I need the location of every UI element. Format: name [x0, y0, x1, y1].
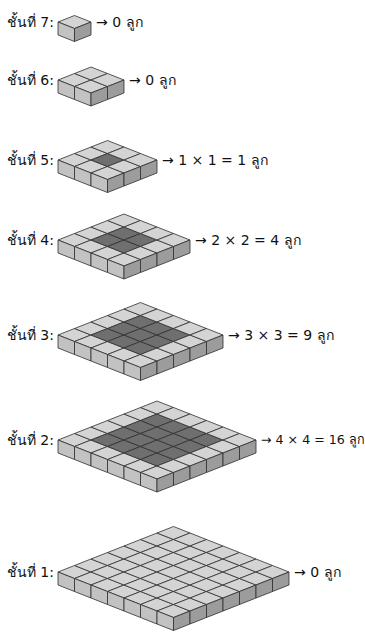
cube-side — [223, 447, 240, 467]
cube-side — [75, 22, 92, 42]
count-label: → 4 × 4 = 16 ลูก — [261, 432, 365, 448]
cube-side — [174, 611, 191, 631]
cube-side — [124, 598, 141, 618]
count-label: → 0 ลูก — [294, 563, 341, 581]
count-label: → 0 ลูก — [129, 71, 176, 89]
cube-side — [58, 335, 75, 355]
cube-side — [91, 453, 108, 473]
cube-side — [124, 466, 141, 486]
cube-side — [190, 342, 207, 362]
layer-label: ชั้นที่ 4: — [7, 231, 54, 249]
layer-label: ชั้นที่ 5: — [7, 151, 54, 169]
cube-side — [207, 335, 224, 355]
cube-layer — [58, 401, 256, 492]
cube-side — [58, 80, 75, 100]
cube-side — [174, 466, 191, 486]
cube-side — [174, 240, 191, 260]
cube-side — [141, 473, 158, 493]
cube-side — [58, 240, 75, 260]
cube-side — [108, 173, 125, 193]
cube-side — [75, 342, 92, 362]
cube-side — [58, 440, 75, 460]
cube-side — [58, 572, 75, 592]
cube-side — [157, 611, 174, 631]
layer-label: ชั้นที่ 3: — [7, 326, 54, 344]
cube-side — [157, 473, 174, 493]
cube-side — [108, 260, 125, 280]
layer-label: ชั้นที่ 1: — [7, 563, 54, 581]
cube-side — [58, 160, 75, 180]
cube-layer — [58, 16, 91, 42]
cube-side — [240, 585, 257, 605]
layer-label: ชั้นที่ 7: — [7, 13, 54, 31]
cube-side — [75, 447, 92, 467]
cube-layer — [58, 303, 223, 381]
cube-side — [124, 167, 141, 187]
cube-side — [108, 80, 125, 100]
cube-side — [91, 87, 108, 107]
cube-side — [190, 605, 207, 625]
cube-side — [108, 460, 125, 480]
cube-side — [190, 460, 207, 480]
cube-side — [108, 592, 125, 612]
cube-side — [124, 361, 141, 381]
cube-side — [141, 605, 158, 625]
cube-side — [58, 22, 75, 42]
count-label: → 0 ลูก — [96, 13, 143, 31]
count-label: → 1 × 1 = 1 ลูก — [162, 151, 268, 169]
cube-side — [75, 87, 92, 107]
cube-side — [207, 453, 224, 473]
cube-side — [207, 598, 224, 618]
cube-side — [75, 247, 92, 267]
cube-side — [141, 160, 158, 180]
cube-side — [108, 355, 125, 375]
cube-side — [91, 173, 108, 193]
cube-side — [157, 247, 174, 267]
cube-layer — [58, 214, 190, 279]
cube-side — [91, 585, 108, 605]
cube-side — [91, 253, 108, 273]
count-label: → 2 × 2 = 4 ลูก — [195, 231, 301, 249]
layer-label: ชั้นที่ 2: — [7, 431, 54, 449]
cube-side — [273, 572, 290, 592]
cube-layer — [58, 141, 157, 193]
cube-side — [75, 167, 92, 187]
cube-side — [240, 440, 257, 460]
count-label: → 3 × 3 = 9 ลูก — [228, 326, 334, 344]
cube-side — [174, 348, 191, 368]
cube-side — [124, 260, 141, 280]
cube-side — [75, 579, 92, 599]
cube-side — [256, 579, 273, 599]
cube-side — [91, 348, 108, 368]
layer-label: ชั้นที่ 6: — [7, 71, 54, 89]
cube-layer — [58, 67, 124, 106]
cube-side — [141, 253, 158, 273]
cube-side — [141, 361, 158, 381]
cube-layer — [58, 527, 289, 631]
cube-side — [223, 592, 240, 612]
cube-side — [157, 355, 174, 375]
